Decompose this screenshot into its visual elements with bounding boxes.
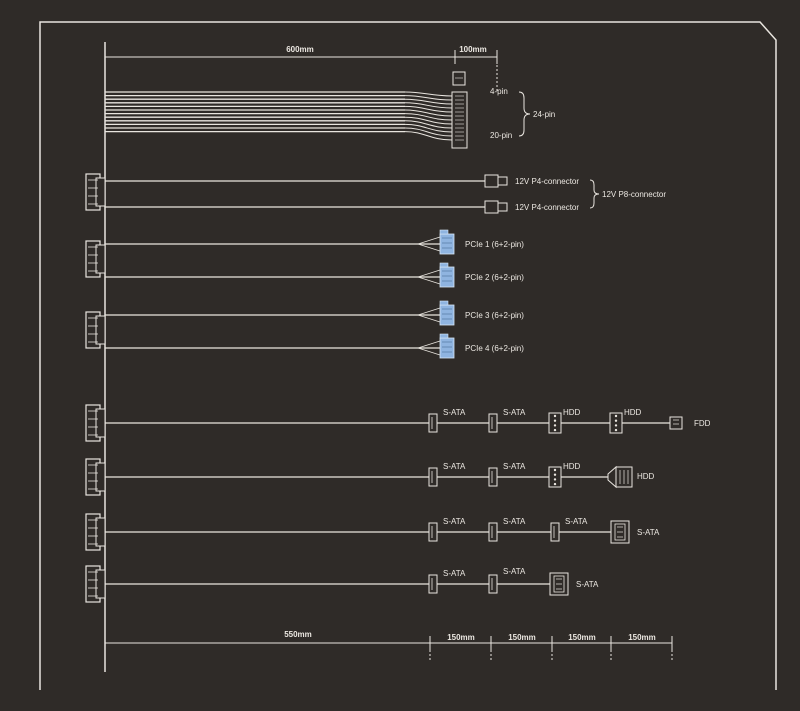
sata-connector-3-1 — [428, 522, 438, 542]
p4-connector-2 — [484, 200, 508, 214]
psu-plug-peripheral-3 — [85, 513, 106, 551]
dim-segment-1: 150mm — [447, 633, 475, 642]
sata-end-connector-3 — [610, 520, 630, 544]
label-p8-connector: 12V P8-connector — [602, 190, 666, 199]
top-dimension: 600mm 100mm — [105, 45, 498, 92]
label-hdd-2-4: HDD — [637, 472, 655, 481]
pcie-connector-3 — [417, 300, 455, 326]
label-sata-3-3: S-ATA — [565, 517, 588, 526]
label-pcie-4: PCIe 4 (6+2-pin) — [465, 344, 524, 353]
sata-connector-4-1 — [428, 574, 438, 594]
molex-connector-2-3 — [548, 466, 562, 488]
peripheral-cable-3: S-ATA S-ATA S-ATA S-ATA — [85, 513, 660, 551]
label-fdd-1: FDD — [694, 419, 711, 428]
label-sata-1-2: S-ATA — [503, 408, 526, 417]
molex-end-connector-2 — [607, 465, 633, 489]
peripheral-cable-4: S-ATA S-ATA S-ATA — [85, 565, 599, 603]
sata-end-connector-4 — [549, 572, 569, 596]
label-hdd-1-4: HDD — [624, 408, 642, 417]
pcie-cable-1: PCIe 1 (6+2-pin) PCIe 2 (6+2-pin) — [85, 229, 524, 288]
label-pcie-1: PCIe 1 (6+2-pin) — [465, 240, 524, 249]
pcie-connector-2 — [417, 262, 455, 288]
atx-connector — [451, 71, 468, 149]
psu-plug-pcie-1 — [85, 240, 106, 278]
fdd-connector-1 — [669, 416, 683, 430]
sata-connector-1-2 — [488, 413, 498, 433]
label-sata-3-4: S-ATA — [637, 528, 660, 537]
bottom-dimension: 550mm 150mm 150mm 150mm 150mm — [105, 630, 673, 662]
sata-connector-3-3 — [550, 522, 560, 542]
dim-segment-2: 150mm — [508, 633, 536, 642]
sata-connector-3-2 — [488, 522, 498, 542]
psu-plug-cpu — [85, 173, 106, 211]
atx-24pin-cable: 4-pin 20-pin 24-pin — [105, 71, 555, 149]
label-sata-4-1: S-ATA — [443, 569, 466, 578]
psu-plug-peripheral-4 — [85, 565, 106, 603]
peripheral-cable-2: S-ATA S-ATA HDD HDD — [85, 458, 655, 496]
p4-connector-1 — [484, 174, 508, 188]
label-sata-1-1: S-ATA — [443, 408, 466, 417]
peripheral-cable-1: S-ATA S-ATA HDD HDD FDD — [85, 404, 711, 442]
label-p4-connector-2: 12V P4-connector — [515, 203, 579, 212]
label-sata-2-2: S-ATA — [503, 462, 526, 471]
label-pcie-2: PCIe 2 (6+2-pin) — [465, 273, 524, 282]
brace-24-pin — [518, 91, 531, 137]
sata-connector-4-2 — [488, 574, 498, 594]
pcie-cable-2: PCIe 3 (6+2-pin) PCIe 4 (6+2-pin) — [85, 300, 524, 359]
diagram-frame — [39, 21, 777, 690]
dim-600mm: 600mm — [286, 45, 314, 54]
label-20-pin: 20-pin — [490, 131, 512, 140]
psu-plug-pcie-2 — [85, 311, 106, 349]
cpu-12v-cable: 12V P4-connector 12V P4-connector 12V P8… — [85, 173, 666, 214]
label-sata-4-3: S-ATA — [576, 580, 599, 589]
label-sata-3-1: S-ATA — [443, 517, 466, 526]
pcie-connector-1 — [417, 229, 455, 255]
sata-connector-1-1 — [428, 413, 438, 433]
label-24-pin: 24-pin — [533, 110, 555, 119]
molex-connector-1-4 — [609, 412, 623, 434]
dim-segment-4: 150mm — [628, 633, 656, 642]
psu-plug-peripheral-1 — [85, 404, 106, 442]
dim-segment-3: 150mm — [568, 633, 596, 642]
label-sata-3-2: S-ATA — [503, 517, 526, 526]
pcie-connector-4 — [417, 333, 455, 359]
label-sata-2-1: S-ATA — [443, 462, 466, 471]
sata-connector-2-1 — [428, 467, 438, 487]
label-hdd-2-3: HDD — [563, 462, 581, 471]
label-sata-4-2: S-ATA — [503, 567, 526, 576]
dim-100mm: 100mm — [459, 45, 487, 54]
brace-p8 — [589, 179, 600, 209]
label-hdd-1-3: HDD — [563, 408, 581, 417]
label-p4-connector-1: 12V P4-connector — [515, 177, 579, 186]
label-pcie-3: PCIe 3 (6+2-pin) — [465, 311, 524, 320]
label-4-pin: 4-pin — [490, 87, 508, 96]
psu-plug-peripheral-2 — [85, 458, 106, 496]
dim-550mm: 550mm — [284, 630, 312, 639]
sata-connector-2-2 — [488, 467, 498, 487]
molex-connector-1-3 — [548, 412, 562, 434]
